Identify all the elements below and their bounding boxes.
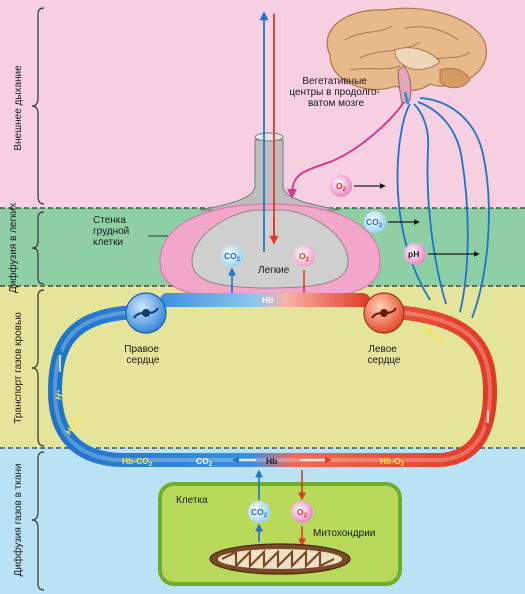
chest-wall-label-line2: грудной <box>93 226 129 237</box>
brain-centers-line3: ватом мозге <box>308 98 365 109</box>
neural-pathway <box>287 101 405 199</box>
right-heart-label-line1: Правое <box>124 344 159 355</box>
section-label-tissue: Диффузия газов в ткани <box>12 463 24 576</box>
chest-wall-label-line3: клетки <box>93 237 123 248</box>
brain-centers-line1: Вегетативные <box>302 76 367 87</box>
lungs-label: Легкие <box>258 265 290 276</box>
section-label-diffusion-lungs-line1: Диффузия в легких <box>7 203 19 293</box>
brain-icon <box>326 7 487 105</box>
stimulus-o2-sub: 2 <box>343 187 347 193</box>
chemoreceptor-pathways <box>396 97 490 319</box>
pulmonary-vessel <box>160 293 370 307</box>
stimulus-co2-text: CO <box>366 217 379 227</box>
chest-wall-label-line1: Стенка <box>93 215 126 226</box>
lung-co2-text: CO <box>224 251 237 261</box>
section-label-transport: Транспорт газов кровью <box>13 312 24 424</box>
hco3-sub: 3 <box>79 415 86 422</box>
lung-co2-label: CO2 <box>224 251 241 263</box>
cell-co2-label: CO2 <box>251 507 268 519</box>
trachea <box>199 132 341 211</box>
hb-o2-bottom-label: Hb-O2 <box>380 456 405 468</box>
right-heart-icon <box>125 292 167 334</box>
pulmonary-hb-label: Hb <box>262 295 273 305</box>
lung-co2-bubble <box>221 245 243 267</box>
hb-co2-sub: 2 <box>149 462 153 468</box>
hb-co2-text: Hb-CO <box>122 456 149 466</box>
section-label-diffusion-lungs: Диффузия в легких <box>7 203 19 293</box>
h-text: H <box>53 392 64 401</box>
stimulus-co2-sub: 2 <box>379 223 383 229</box>
left-heart-icon <box>363 292 405 334</box>
hb-o2-heart-sub: 2 <box>437 340 444 347</box>
hb-o2-bottom-sub: 2 <box>401 462 405 468</box>
right-heart-label-line2: сердце <box>127 355 160 366</box>
cell-o2-label: O2 <box>297 507 308 519</box>
hb-co2-label: Hb-CO2 <box>122 456 153 468</box>
left-heart-label: Левое сердце <box>368 344 401 366</box>
stimulus-ph-bubble <box>404 243 426 265</box>
cell-co2-text: CO <box>251 507 264 517</box>
loop-co2-label: CO2 <box>196 456 213 468</box>
lung-o2-text: O <box>299 251 306 261</box>
stimulus-o2-bubble <box>330 175 352 197</box>
cell-o2-bubble <box>291 501 313 523</box>
stimulus-o2-text: O <box>336 181 343 191</box>
lung-o2-sub: 2 <box>306 257 310 263</box>
right-heart-label: Правое сердце <box>124 344 161 366</box>
loop-co2-sub: 2 <box>209 462 213 468</box>
section-braces <box>31 7 45 591</box>
stimulus-ph-label: pH <box>408 249 419 259</box>
cell-label: Клетка <box>176 495 208 506</box>
cell-co2-sub: 2 <box>264 513 268 519</box>
brain-centers-line2: центры в продолго- <box>289 87 380 98</box>
cell-co2-bubble <box>248 501 270 523</box>
lung-o2-label: O2 <box>299 251 310 263</box>
brain-centers-label: Вегетативные центры в продолго- ватом мо… <box>289 76 382 109</box>
lung-co2-sub: 2 <box>237 257 241 263</box>
h-plus-sup: + <box>56 389 63 395</box>
lung-o2-bubble <box>293 245 315 267</box>
loop-co2-text: CO <box>196 456 209 466</box>
stimulus-o2-label: O2 <box>336 181 347 193</box>
cell-o2-sub: 2 <box>304 513 308 519</box>
left-heart-label-line1: Левое <box>368 344 397 355</box>
h-plus-label: H+ <box>53 388 66 401</box>
mitochondrion-icon <box>209 543 351 575</box>
left-heart-label-line2: сердце <box>368 355 401 366</box>
loop-hb-label: Hb <box>266 456 277 466</box>
stimulus-co2-bubble <box>364 211 386 233</box>
hb-o2-bottom-text: Hb-O <box>380 456 401 466</box>
chest-wall-label: Стенка грудной клетки <box>93 215 132 248</box>
cell-o2-text: O <box>297 507 304 517</box>
section-label-external: Внешнее дыхание <box>13 65 24 151</box>
stimulus-co2-label: CO2 <box>366 217 383 229</box>
hco3-sup: – <box>77 410 84 417</box>
mitochondria-label: Митохондрии <box>313 528 375 539</box>
